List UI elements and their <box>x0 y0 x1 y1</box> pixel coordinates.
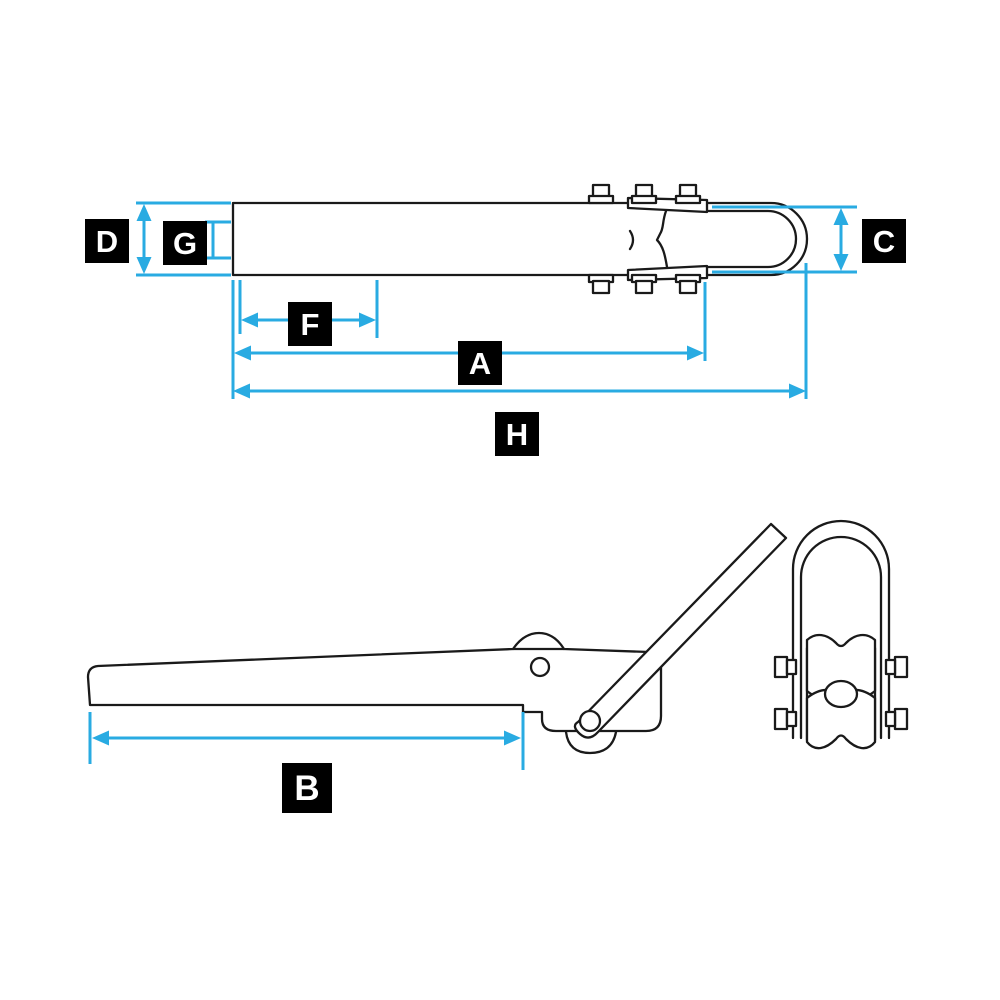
bolt-icon <box>674 273 702 295</box>
dimension-h <box>233 263 808 399</box>
inner-roller-contour <box>655 209 669 269</box>
bolt-icon <box>773 707 798 731</box>
dim-label-g: G <box>163 221 207 265</box>
lever-pin-hole <box>578 709 602 733</box>
dim-label-d: D <box>85 219 129 263</box>
pivot-hole <box>529 656 551 678</box>
roller-arm-side-outline <box>86 631 663 733</box>
arrow-left-icon <box>234 345 251 361</box>
bolt-icon <box>773 655 798 679</box>
arrow-up-icon <box>136 204 152 221</box>
bolt-icon <box>630 183 658 205</box>
arrow-up-icon <box>833 208 849 225</box>
arrow-left-icon <box>241 312 258 328</box>
arrow-right-icon <box>359 312 376 328</box>
inner-roller-arc <box>628 229 635 251</box>
arrow-right-icon <box>687 345 704 361</box>
side-view <box>86 522 788 755</box>
arrow-right-icon <box>789 383 806 399</box>
arrow-left-icon <box>92 730 109 746</box>
dim-label-b: B <box>282 763 332 813</box>
dimension-c <box>712 205 857 274</box>
bolt-icon <box>587 273 615 295</box>
dim-label-a: A <box>458 341 502 385</box>
dimension-g <box>205 220 231 260</box>
arrow-right-icon <box>504 730 521 746</box>
bracket-arch-inner <box>799 535 883 740</box>
bolt-icon <box>884 707 909 731</box>
arrow-left-icon <box>233 383 250 399</box>
arrow-down-icon <box>833 254 849 271</box>
roller-tube-outline <box>231 201 809 277</box>
bracket-arch-outer <box>791 519 891 740</box>
dim-label-c: C <box>862 219 906 263</box>
axle-hub <box>823 679 859 709</box>
top-view <box>231 183 809 295</box>
dim-label-h: H <box>495 412 539 456</box>
bolt-icon <box>587 183 615 205</box>
front-view <box>773 519 909 750</box>
roller-tube-inner-line <box>704 209 798 269</box>
dim-label-f: F <box>288 302 332 346</box>
release-lever <box>573 522 788 739</box>
dimension-d <box>136 201 231 277</box>
bolt-icon <box>674 183 702 205</box>
arrow-down-icon <box>136 257 152 274</box>
bolt-icon <box>630 273 658 295</box>
bottom-roller-arc <box>564 730 618 755</box>
dimension-b <box>88 712 525 770</box>
bolt-icon <box>884 655 909 679</box>
